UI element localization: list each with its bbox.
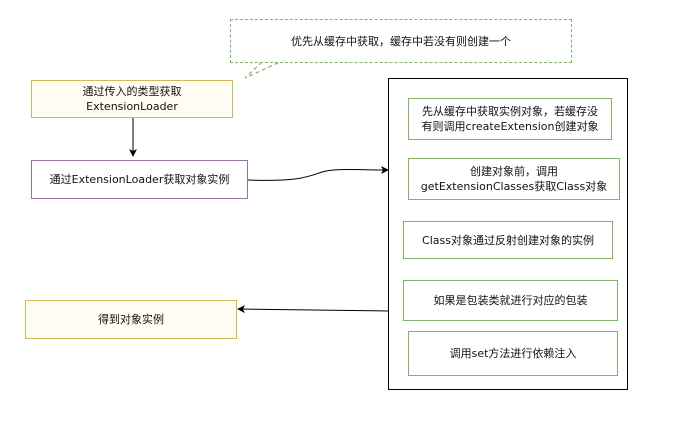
step-get-loader: 通过传入的类型获取 ExtensionLoader	[31, 80, 233, 118]
step-get-instance: 通过ExtensionLoader获取对象实例	[31, 160, 248, 199]
step-result: 得到对象实例	[25, 300, 237, 339]
detail-step-5: 调用set方法进行依赖注入	[408, 331, 618, 376]
detail-step-5-text: 调用set方法进行依赖注入	[449, 347, 577, 360]
callout-tail	[244, 61, 281, 79]
detail-step-3: Class对象通过反射创建对象的实例	[403, 221, 613, 259]
detail-step-1-text: 先从缓存中获取实例对象，若缓存没 有则调用createExtension创建对象	[421, 105, 599, 133]
detail-step-3-text: Class对象通过反射创建对象的实例	[422, 233, 594, 247]
callout-text: 优先从缓存中获取，缓存中若没有则创建一个	[291, 34, 511, 48]
detail-step-4: 如果是包装类就进行对应的包装	[403, 280, 618, 321]
step-get-instance-text: 通过ExtensionLoader获取对象实例	[49, 173, 230, 186]
step-get-loader-text: 通过传入的类型获取 ExtensionLoader	[82, 85, 182, 113]
arrow-instance-to-container	[247, 165, 389, 181]
step-result-text: 得到对象实例	[98, 313, 164, 326]
detail-step-1: 先从缓存中获取实例对象，若缓存没 有则调用createExtension创建对象	[408, 98, 612, 140]
detail-step-4-text: 如果是包装类就进行对应的包装	[433, 294, 588, 307]
arrow-container-to-result	[237, 305, 389, 314]
callout-note: 优先从缓存中获取，缓存中若没有则创建一个	[230, 19, 572, 63]
detail-step-2-text: 创建对象前，调用 getExtensionClasses获取Class对象	[420, 165, 608, 193]
detail-step-2: 创建对象前，调用 getExtensionClasses获取Class对象	[408, 158, 620, 200]
